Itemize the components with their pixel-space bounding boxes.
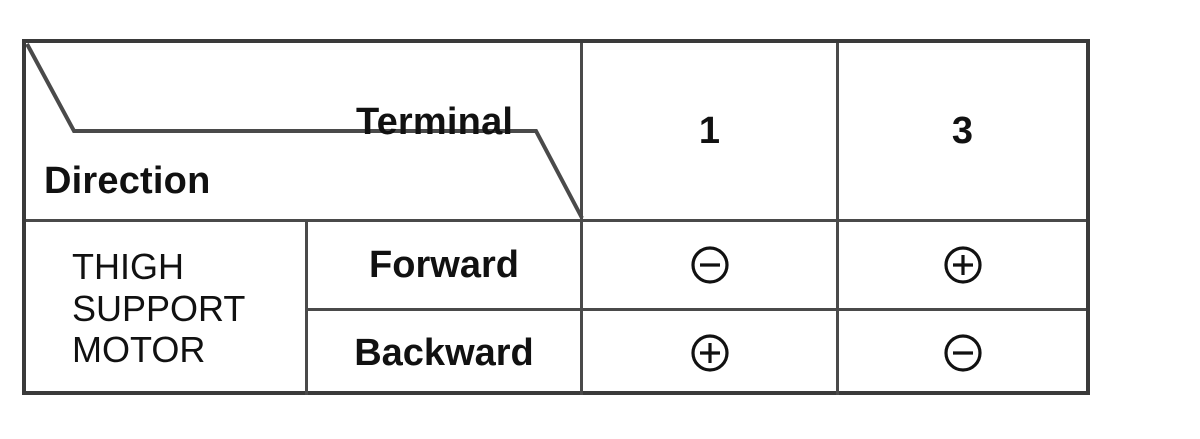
cell-forward-terminal-3: ⊕ bbox=[839, 222, 1086, 308]
cell-backward-terminal-1: ⊕ bbox=[583, 311, 836, 395]
column-header-terminal-3: 3 bbox=[951, 109, 974, 152]
terminal-direction-table: Terminal Direction 1 3 THIGH SUPPORT MOT… bbox=[22, 39, 1090, 395]
header-row-axis-label: Direction bbox=[44, 160, 211, 202]
column-header-terminal-1: 1 bbox=[698, 109, 721, 152]
grid-line-horizontal-row-split bbox=[305, 308, 1086, 311]
circled-minus-icon bbox=[943, 334, 982, 372]
grid-line-horizontal-header bbox=[26, 219, 1086, 222]
circled-plus-icon bbox=[690, 334, 729, 372]
circled-plus-icon bbox=[943, 246, 982, 284]
cell-forward-terminal-1: ⊖ bbox=[583, 222, 836, 308]
cell-backward-terminal-3: ⊖ bbox=[839, 311, 1086, 395]
row-group-label-text: THIGH SUPPORT MOTOR bbox=[72, 245, 246, 371]
row-label-backward: Backward bbox=[354, 331, 534, 374]
header-column-axis-label: Terminal bbox=[356, 101, 514, 143]
row-label-forward: Forward bbox=[369, 243, 519, 286]
circled-minus-icon bbox=[690, 246, 729, 284]
row-group-label-cell: THIGH SUPPORT MOTOR bbox=[26, 222, 305, 395]
